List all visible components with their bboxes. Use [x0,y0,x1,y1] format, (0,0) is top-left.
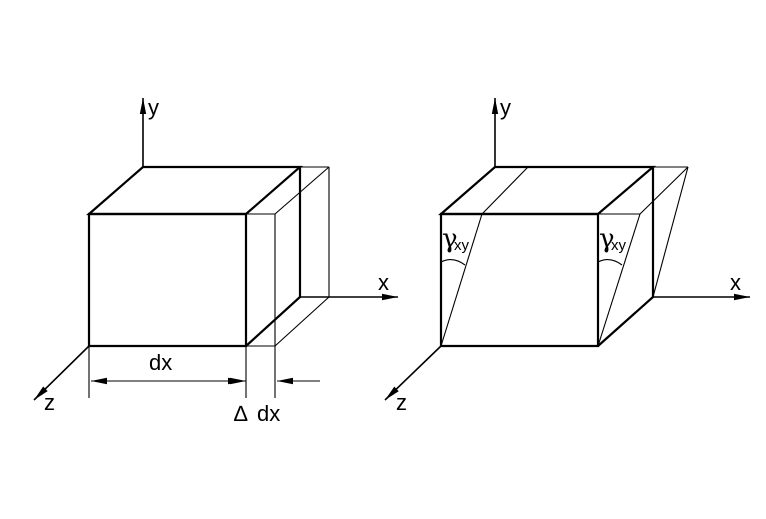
right-cube-top-face [438,165,656,216]
shear-top-right-edge [639,166,689,215]
right-z-axis [384,345,442,401]
shear-right-edge [597,213,641,347]
left-x-label: x [378,270,389,295]
right-x-label: x [730,270,741,295]
shear-angle-arc-left [440,259,466,266]
gamma-right-symbol: γ [599,224,615,254]
left-z-axis [33,345,90,401]
dx-label: dx [149,350,172,375]
elongated-outline [246,166,330,347]
elongation-bottom-edge [274,296,330,347]
gamma-left-subscript: xy [454,237,470,254]
shear-top-left-edge [481,166,529,215]
shear-left-edge [440,213,483,347]
right-y-label: y [500,95,511,120]
elongation-front [246,213,276,347]
right-cube-front-face [439,212,600,348]
shear-angle-arc-right [597,259,623,266]
sheared-outline [440,166,689,347]
delta-symbol: ∆ [234,401,248,426]
gamma-right-subscript: xy [611,237,627,254]
dimension-lines [88,346,320,398]
left-z-label: z [44,390,55,415]
left-figure: y x z dx ∆ dx [33,95,398,426]
right-z-label: z [396,390,407,415]
cube-top-face [86,165,303,216]
gamma-left-symbol: γ [442,224,458,254]
cube-front-face [87,212,248,348]
delta-dx-label: dx [257,401,280,426]
right-figure: y x z γ xy γ xy [384,95,750,415]
cube-right-face [245,167,302,347]
elongation-top-edge [274,166,330,215]
original-cube [86,165,303,348]
original-cube-right [438,165,656,348]
left-y-label: y [148,95,159,120]
shear-back-right-edge [652,166,689,298]
